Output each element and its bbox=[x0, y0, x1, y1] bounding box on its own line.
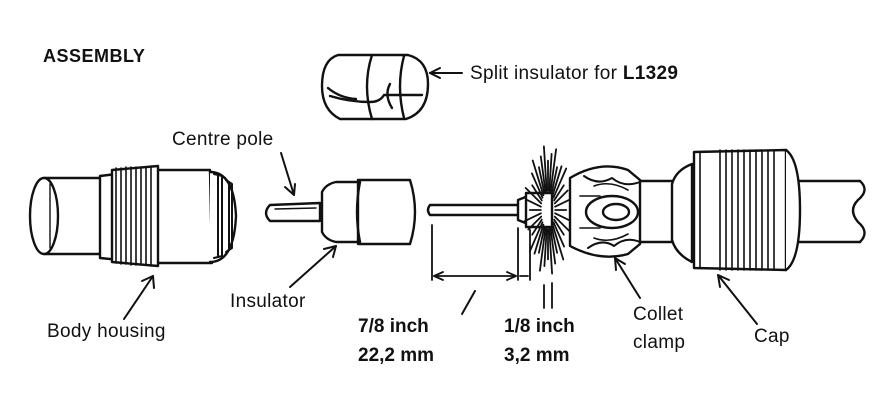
split-insulator-part bbox=[320, 53, 430, 121]
centre-pole-part bbox=[264, 201, 322, 223]
cap-part bbox=[670, 148, 802, 272]
part-number-label: L1329 bbox=[622, 63, 679, 84]
insulator-label: Insulator bbox=[230, 291, 306, 312]
split-insulator-text: Split insulator for bbox=[470, 63, 618, 84]
cap-label: Cap bbox=[754, 326, 790, 347]
cable-braid bbox=[523, 145, 573, 275]
long-strip-imperial: 7/8 inch bbox=[358, 316, 429, 337]
dimension-lines bbox=[431, 224, 553, 309]
collet-clamp-part bbox=[568, 165, 642, 258]
collet-label-line1: Collet bbox=[633, 304, 684, 325]
long-strip-metric: 22,2 mm bbox=[358, 345, 435, 366]
collet-label-line2: clamp bbox=[633, 332, 686, 353]
assembly-heading: ASSEMBLY bbox=[43, 46, 146, 66]
short-strip-metric: 3,2 mm bbox=[504, 345, 570, 366]
centre-pole-label: Centre pole bbox=[172, 129, 274, 150]
body-housing-label: Body housing bbox=[47, 321, 166, 342]
insulator-part bbox=[320, 178, 417, 246]
split-insulator-label: Split insulator for L1329 bbox=[470, 64, 678, 83]
short-strip-imperial: 1/8 inch bbox=[504, 316, 575, 337]
leader-arrows bbox=[123, 67, 758, 325]
body-housing-part bbox=[28, 164, 238, 268]
